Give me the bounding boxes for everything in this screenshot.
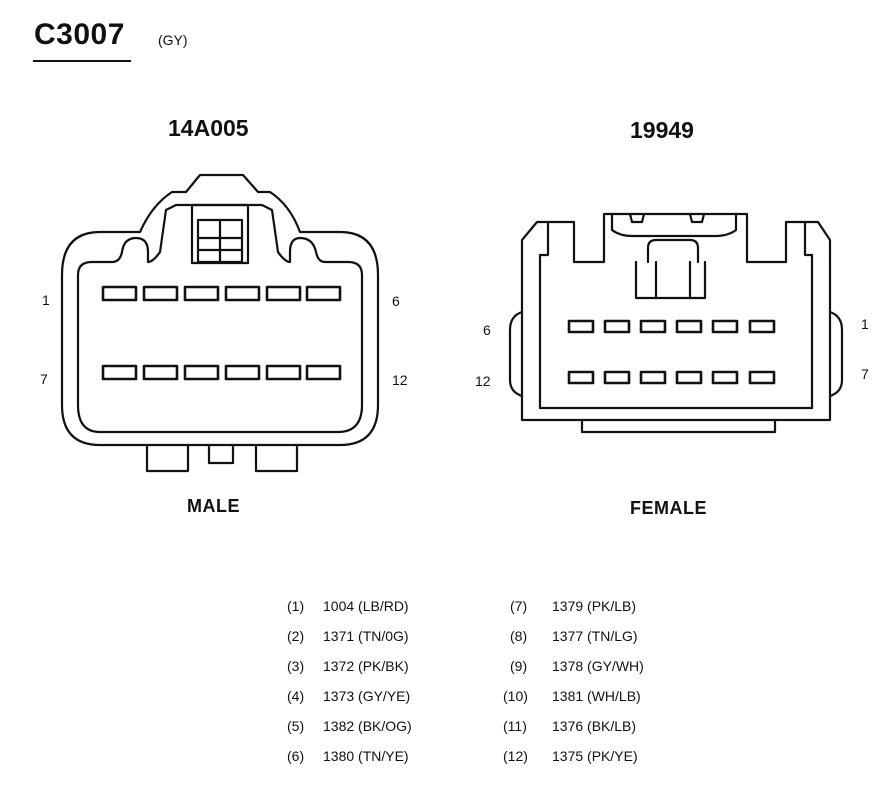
circuit: 1382 (BK/OG)	[323, 718, 412, 734]
pin-number: (5)	[287, 718, 305, 734]
pinout-row: (3) 1372 (PK/BK)	[287, 658, 409, 674]
pinout-row: (6) 1380 (TN/YE)	[287, 748, 409, 764]
connector-id: C3007	[34, 18, 125, 51]
female-part-number: 19949	[630, 117, 694, 143]
pinout-row: (12) 1375 (PK/YE)	[503, 748, 638, 764]
female-pin-label-bottom-left: 12	[475, 373, 491, 389]
pin-number: (4)	[287, 688, 305, 704]
female-socket	[603, 319, 631, 334]
male-pin-label-top-right: 6	[392, 293, 400, 309]
title-underline	[33, 60, 131, 62]
pinout-row: (8) 1377 (TN/LG)	[510, 628, 638, 644]
pin-number: (10)	[503, 688, 528, 704]
male-terminal	[183, 285, 220, 302]
female-inner-opening	[538, 220, 550, 410]
pinout-row: (9) 1378 (GY/WH)	[510, 658, 644, 674]
female-socket	[639, 319, 667, 334]
pinout-row: (7) 1379 (PK/LB)	[510, 598, 636, 614]
female-bottom-lip	[580, 418, 777, 434]
female-socket	[748, 370, 776, 385]
female-socket	[711, 319, 739, 334]
female-socket	[711, 370, 739, 385]
female-left-ear	[508, 310, 524, 398]
female-socket	[675, 370, 703, 385]
circuit: 1377 (TN/LG)	[552, 628, 638, 644]
male-part-number: 14A005	[168, 115, 249, 141]
female-outer-housing	[520, 212, 832, 422]
female-socket	[639, 370, 667, 385]
pin-number: (12)	[503, 748, 528, 764]
male-terminal	[142, 285, 179, 302]
male-terminal	[101, 285, 138, 302]
circuit: 1372 (PK/BK)	[323, 658, 409, 674]
male-connector-face	[60, 173, 380, 473]
male-outer-shell	[60, 173, 380, 447]
pinout-row: (4) 1373 (GY/YE)	[287, 688, 410, 704]
female-pin-label-bottom-right: 7	[861, 366, 869, 382]
pinout-row: (5) 1382 (BK/OG)	[287, 718, 412, 734]
male-bottom-tab-center	[207, 443, 235, 465]
male-terminal	[305, 285, 342, 302]
male-bottom-tab-left	[145, 443, 190, 473]
female-latch	[634, 260, 707, 300]
pinout-row: (2) 1371 (TN/0G)	[287, 628, 409, 644]
male-bottom-tab-right	[254, 443, 299, 473]
female-pin-label-top-left: 6	[483, 322, 491, 338]
circuit: 1380 (TN/YE)	[323, 748, 409, 764]
circuit: 1375 (PK/YE)	[552, 748, 638, 764]
circuit: 1381 (WH/LB)	[552, 688, 641, 704]
pin-number: (8)	[510, 628, 528, 644]
female-socket	[675, 319, 703, 334]
circuit: 1004 (LB/RD)	[323, 598, 409, 614]
male-terminal	[265, 364, 302, 381]
male-terminal	[183, 364, 220, 381]
pin-number: (9)	[510, 658, 528, 674]
circuit: 1371 (TN/0G)	[323, 628, 409, 644]
male-pin-label-bottom-right: 12	[392, 372, 408, 388]
male-label: MALE	[187, 496, 240, 516]
pinout-row: (10) 1381 (WH/LB)	[503, 688, 641, 704]
connector-color-code: (GY)	[158, 32, 188, 48]
male-terminal	[224, 364, 261, 381]
female-sockets	[567, 319, 776, 385]
pin-number: (6)	[287, 748, 305, 764]
male-pin-label-top-left: 1	[42, 292, 50, 308]
circuit: 1373 (GY/YE)	[323, 688, 411, 704]
pin-number: (11)	[503, 718, 527, 734]
female-pin-label-top-right: 1	[861, 316, 869, 332]
male-terminal	[265, 285, 302, 302]
circuit: 1378 (GY/WH)	[552, 658, 644, 674]
female-socket	[567, 370, 595, 385]
pinout-row: (11) 1376 (BK/LB)	[503, 718, 636, 734]
male-terminal	[142, 364, 179, 381]
female-socket	[603, 370, 631, 385]
pin-number: (1)	[287, 598, 305, 614]
male-terminals	[101, 285, 342, 381]
female-label: FEMALE	[630, 498, 707, 518]
male-inner-cavity	[76, 203, 364, 434]
female-socket	[748, 319, 776, 334]
circuit: 1379 (PK/LB)	[552, 598, 637, 614]
pin-number: (3)	[287, 658, 305, 674]
male-terminal	[101, 364, 138, 381]
male-terminal	[305, 364, 342, 381]
pin-number: (2)	[287, 628, 305, 644]
male-terminal	[224, 285, 261, 302]
male-pin-label-bottom-left: 7	[40, 371, 48, 387]
pinout-row: (1) 1004 (LB/RD)	[287, 598, 409, 614]
circuit: 1376 (BK/LB)	[552, 718, 637, 734]
female-connector-face	[508, 212, 844, 434]
female-socket	[567, 319, 595, 334]
pin-number: (7)	[510, 598, 528, 614]
female-right-ear	[828, 310, 844, 398]
